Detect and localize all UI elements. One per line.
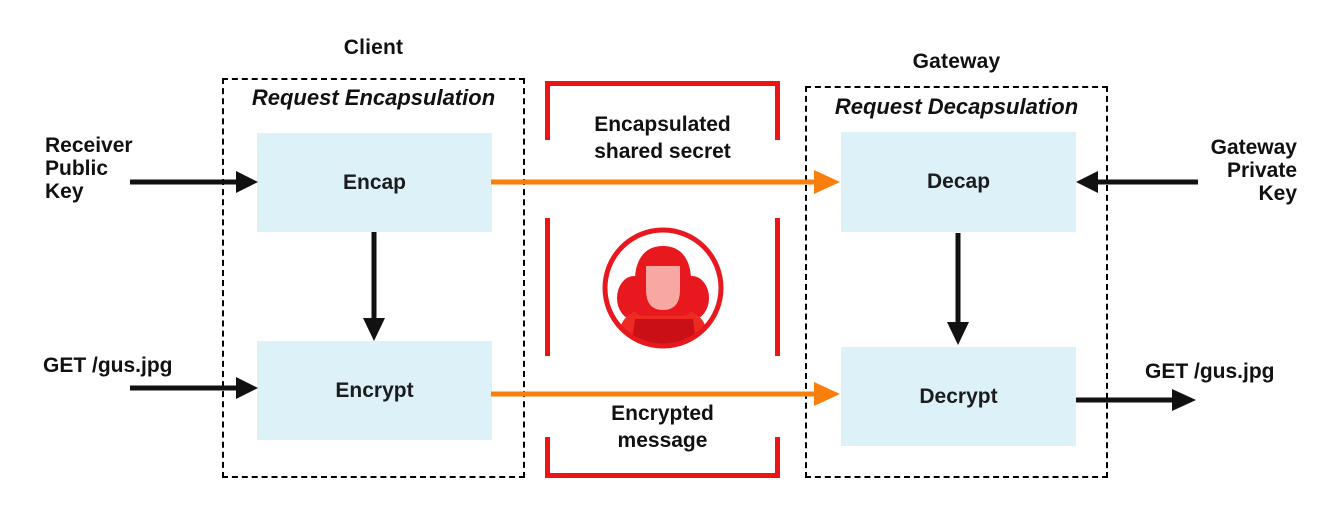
decap-node-label: Decap	[926, 170, 991, 193]
client-request-label: GET /gus.jpg	[43, 354, 173, 377]
decrypt-node: Decrypt	[841, 347, 1076, 446]
channel-bracket-mid-left	[545, 218, 550, 356]
decrypt-node-label: Decrypt	[919, 384, 998, 408]
channel-bracket-bottom	[545, 437, 780, 478]
hacker-figure	[617, 246, 709, 346]
channel-bracket-mid-right	[775, 218, 780, 356]
receiver-public-key-label: Receiver Public Key	[45, 134, 133, 204]
hacker-icon-ring	[602, 227, 724, 349]
encap-node-label: Encap	[342, 170, 407, 194]
encrypt-node: Encrypt	[257, 341, 492, 440]
gateway-title: Gateway	[912, 50, 1001, 73]
decrypted-request-label: GET /gus.jpg	[1145, 360, 1275, 383]
shared-secret-arrow	[491, 170, 840, 194]
encap-node: Encap	[257, 133, 492, 232]
gateway-private-key-label: Gateway Private Key	[1210, 136, 1297, 206]
client-boundary-box	[222, 78, 525, 478]
client-title: Client	[343, 36, 404, 59]
channel-bracket-top	[545, 81, 780, 140]
encrypt-node-label: Encrypt	[335, 378, 414, 402]
encrypted-message-label: Encrypted message	[611, 402, 714, 452]
gateway-subtitle: Request Decapsulation	[834, 94, 1079, 119]
gateway-boundary-box	[805, 86, 1108, 478]
decap-node: Decap	[841, 132, 1076, 232]
encapsulated-secret-label: Encapsulated shared secret	[594, 113, 731, 163]
hacker-icon	[602, 227, 724, 349]
client-subtitle: Request Encapsulation	[251, 85, 496, 110]
